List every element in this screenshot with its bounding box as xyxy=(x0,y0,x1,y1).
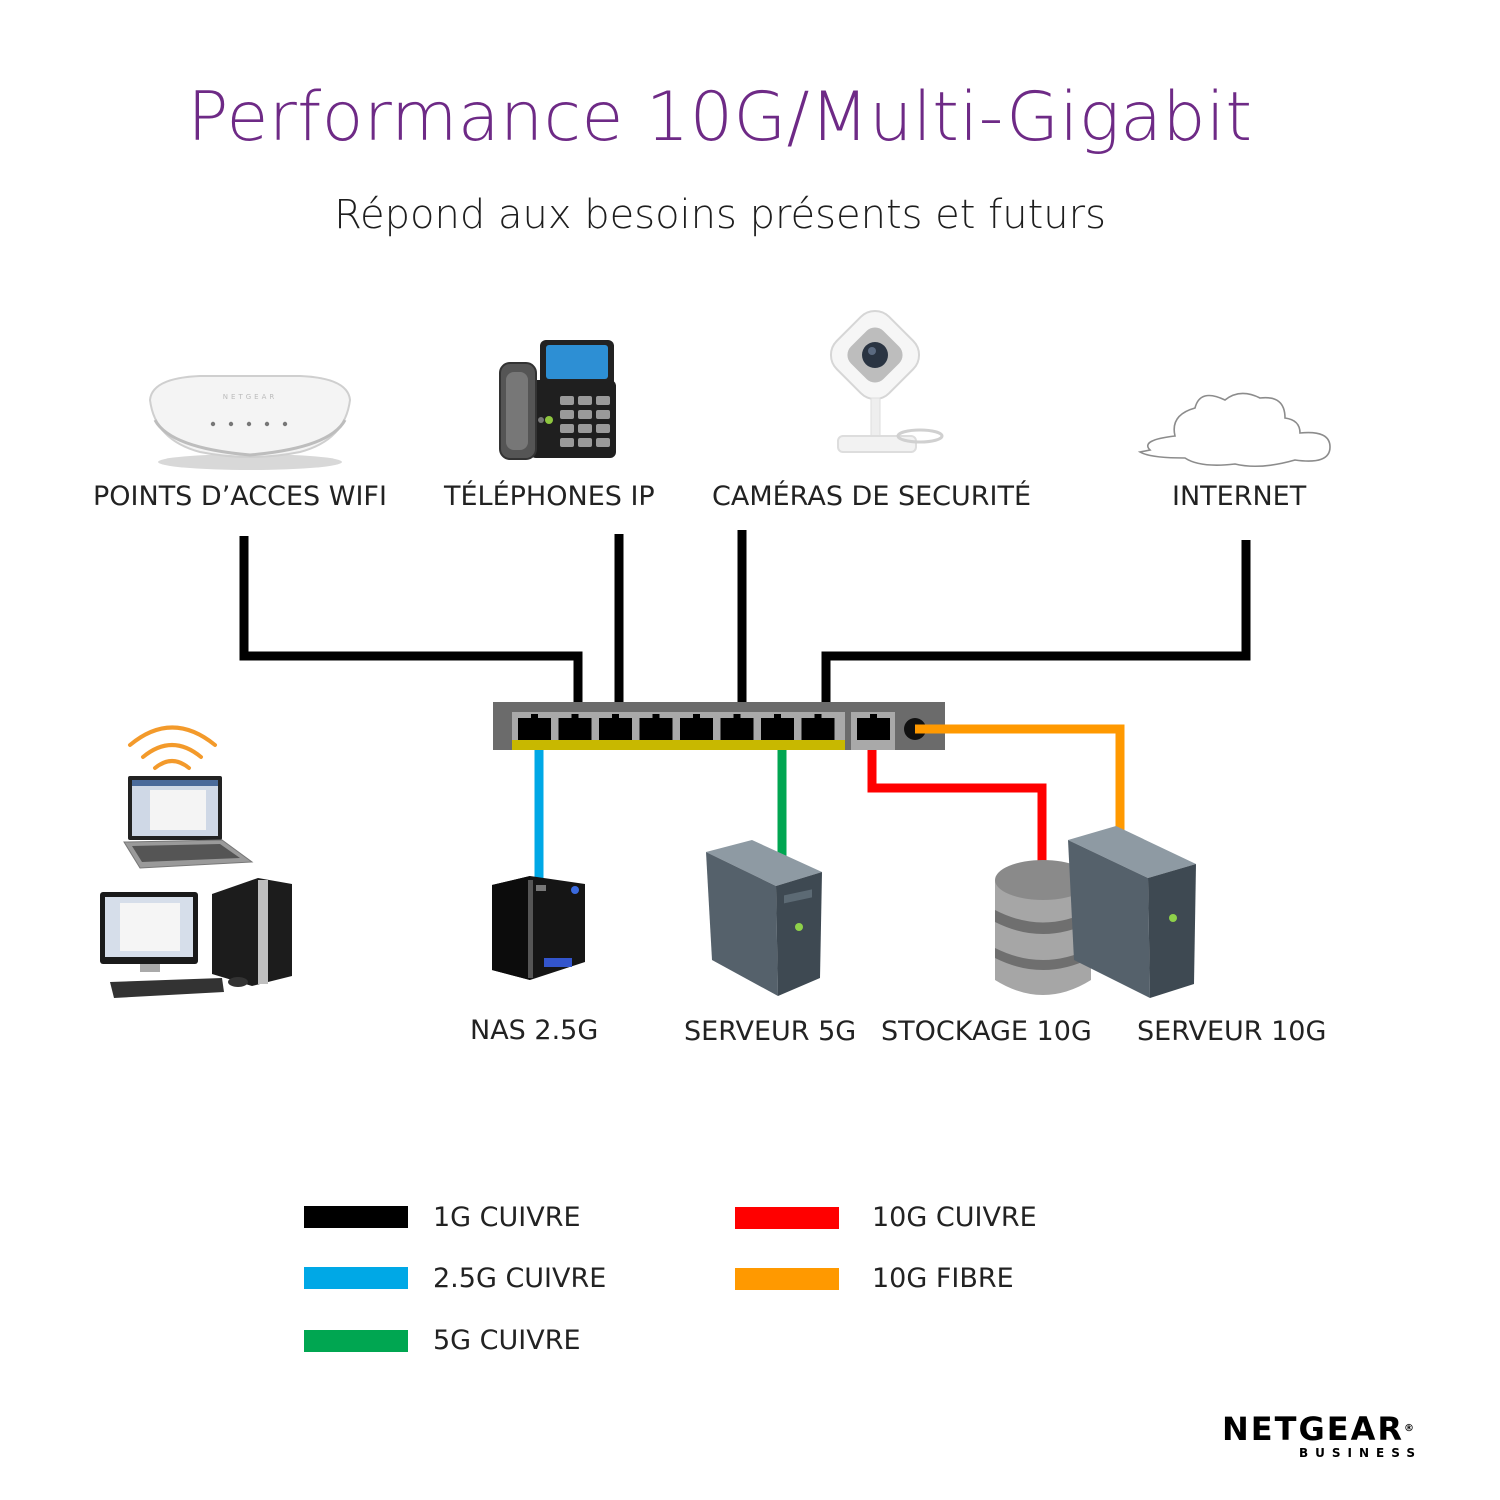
legend-swatch-2-5g-copper xyxy=(304,1267,408,1289)
database-storage-icon xyxy=(995,860,1091,995)
nas-icon xyxy=(492,876,585,980)
security-camera-icon xyxy=(829,309,944,453)
legend-label-2-5g-copper: 2.5G CUIVRE xyxy=(433,1263,607,1294)
brand-name: NETGEAR xyxy=(1222,1410,1404,1448)
rj45-port xyxy=(857,718,890,740)
poe-strip xyxy=(512,740,845,750)
device-label-server-5g: SERVEUR 5G xyxy=(684,1016,857,1047)
page-subtitle: Répond aux besoins présents et futurs xyxy=(334,192,1106,238)
device-label-camera: CAMÉRAS DE SECURITÉ xyxy=(712,481,1032,512)
wifi-access-point-icon: NETGEAR xyxy=(148,375,352,470)
rj45-port-tab xyxy=(774,714,781,719)
rj45-port xyxy=(680,718,713,740)
device-label-server-10g: SERVEUR 10G xyxy=(1137,1016,1327,1047)
device-label-nas: NAS 2.5G xyxy=(470,1015,599,1046)
client-computers-icon xyxy=(100,725,292,998)
device-label-wifi-ap: POINTS D’ACCES WIFI xyxy=(93,481,387,512)
rj45-port-tab xyxy=(571,714,579,719)
rj45-port xyxy=(720,718,754,740)
rj45-port xyxy=(599,718,632,740)
cable-server-10g xyxy=(915,724,1125,830)
cable-wifi-ap xyxy=(239,536,583,722)
legend-swatch-10g-copper xyxy=(735,1207,839,1229)
svg-text:NETGEAR: NETGEAR xyxy=(223,393,277,401)
rj45-port-tab xyxy=(870,714,877,719)
legend-swatch-10g-fibre xyxy=(735,1268,839,1290)
rj45-port xyxy=(761,718,794,740)
cloud-icon xyxy=(1137,392,1331,468)
legend-label-10g-fibre: 10G FIBRE xyxy=(872,1263,1014,1294)
brand-division: BUSINESS xyxy=(1299,1446,1422,1460)
network-switch xyxy=(493,702,945,750)
rj45-port-tab xyxy=(693,714,700,719)
legend-swatch-1g-copper xyxy=(304,1206,408,1228)
rj45-port-tab xyxy=(612,714,619,719)
legend-label-1g-copper: 1G CUIVRE xyxy=(433,1202,581,1233)
device-label-ip-phone: TÉLÉPHONES IP xyxy=(444,481,655,512)
device-label-internet: INTERNET xyxy=(1172,481,1307,512)
rj45-port xyxy=(801,718,835,740)
legend-label-5g-copper: 5G CUIVRE xyxy=(433,1325,581,1356)
rj45-port xyxy=(558,718,592,740)
cable-server-10g xyxy=(915,724,1125,830)
rj45-port-tab xyxy=(733,714,741,719)
rj45-port-tab xyxy=(652,714,660,719)
page-title: Performance 10G/Multi-Gigabit xyxy=(187,78,1253,157)
ip-phone-icon xyxy=(499,340,616,460)
netgear-business-logo: NETGEAR® BUSINESS xyxy=(1222,1412,1416,1460)
server-tower-icon xyxy=(706,840,822,996)
device-label-storage-10g: STOCKAGE 10G xyxy=(881,1016,1092,1047)
rj45-port-tab xyxy=(814,714,822,719)
registered-mark: ® xyxy=(1404,1423,1416,1434)
rj45-port xyxy=(518,718,551,740)
legend-swatch-5g-copper xyxy=(304,1330,408,1352)
server-tower-icon xyxy=(1068,826,1196,998)
rj45-port-tab xyxy=(531,714,538,719)
cable-internet xyxy=(821,540,1251,722)
cable-storage-10g xyxy=(867,732,1047,862)
rj45-port xyxy=(639,718,673,740)
legend-label-10g-copper: 10G CUIVRE xyxy=(872,1202,1037,1233)
